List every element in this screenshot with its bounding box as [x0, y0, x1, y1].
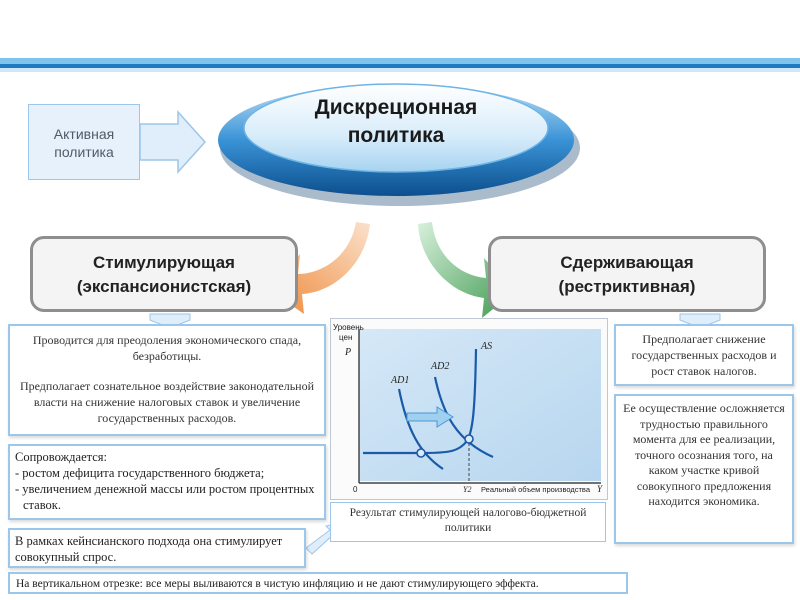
equilibrium-point-1	[416, 448, 426, 458]
header-stripe-light	[0, 58, 800, 64]
active-arrow	[139, 110, 207, 174]
chart-y2-label: Y2	[463, 485, 472, 494]
stimulating-measures: Предполагает сознательное воздействие за…	[19, 379, 315, 425]
equilibrium-point-2	[464, 434, 474, 444]
page-title-line1: Дискреционная	[314, 96, 478, 119]
chart-ylabel-line1: Уровень	[333, 323, 364, 332]
header-stripe-dark	[0, 64, 800, 68]
accompanied-line3: - увеличением денежной массы или ростом …	[15, 482, 315, 512]
page-title-line2: политика	[347, 124, 445, 147]
result-caption-text: Результат стимулирующей налогово-бюджетн…	[349, 507, 587, 534]
accompanied-box: Сопровождается: - ростом дефицита госуда…	[8, 444, 326, 520]
chart-x-symbol: Y	[597, 484, 603, 494]
ad1-curve	[397, 388, 444, 470]
restraining-line1: Сдерживающая	[560, 253, 694, 272]
ad2-curve	[433, 376, 494, 459]
active-policy-line2: политика	[54, 144, 114, 160]
restraining-box: Сдерживающая (рестриктивная)	[488, 236, 766, 312]
active-policy-line1: Активная	[53, 126, 115, 142]
ad-as-chart	[358, 329, 601, 484]
active-policy-box: Активная политика	[28, 104, 140, 180]
restraining-description: Предполагает снижение государственных ра…	[614, 324, 794, 386]
footer-note: На вертикальном отрезке: все меры вылива…	[8, 572, 628, 594]
restraining-measures: Предполагает снижение государственных ра…	[631, 332, 777, 378]
title-ellipse-inner	[243, 83, 549, 173]
implementation-text: Ее осуществление осложняется трудностью …	[623, 401, 785, 508]
stimulating-purpose: Проводится для преодоления экономическог…	[32, 333, 302, 363]
chart-ad1-label: AD1	[391, 375, 410, 386]
stimulating-description: Проводится для преодоления экономическог…	[8, 324, 326, 436]
header-stripe-pale	[0, 68, 800, 72]
stimulating-line1: Стимулирующая	[93, 253, 235, 272]
chart-ad2-label: AD2	[431, 361, 450, 372]
chart-frame: Уровень цен P AS AD1 AD2 0 Y2 Реальный о…	[330, 318, 608, 500]
accompanied-line2: - ростом дефицита государственного бюдже…	[15, 466, 265, 480]
footer-text: На вертикальном отрезке: все меры вылива…	[16, 578, 539, 590]
accompanied-line1: Сопровождается:	[15, 450, 108, 464]
stimulating-line2: (экспансионистская)	[76, 277, 252, 296]
implementation-box: Ее осуществление осложняется трудностью …	[614, 394, 794, 544]
chart-y-symbol: P	[345, 347, 352, 358]
keynes-box: В рамках кейнсианского подхода она стиму…	[8, 528, 306, 568]
chart-plot-area	[359, 329, 601, 481]
chart-as-label: AS	[481, 341, 493, 352]
keynes-text: В рамках кейнсианского подхода она стиму…	[15, 534, 283, 564]
chart-ylabel-line2: цен	[339, 333, 353, 342]
result-caption: Результат стимулирующей налогово-бюджетн…	[330, 502, 606, 542]
restraining-line2: (рестриктивная)	[558, 277, 696, 296]
stimulating-box: Стимулирующая (экспансионистская)	[30, 236, 298, 312]
chart-xlabel: Реальный объем производства	[481, 485, 590, 494]
chart-origin-label: 0	[353, 485, 358, 494]
page-title: Дискреционная политика	[260, 94, 532, 150]
shift-arrow	[406, 406, 454, 428]
